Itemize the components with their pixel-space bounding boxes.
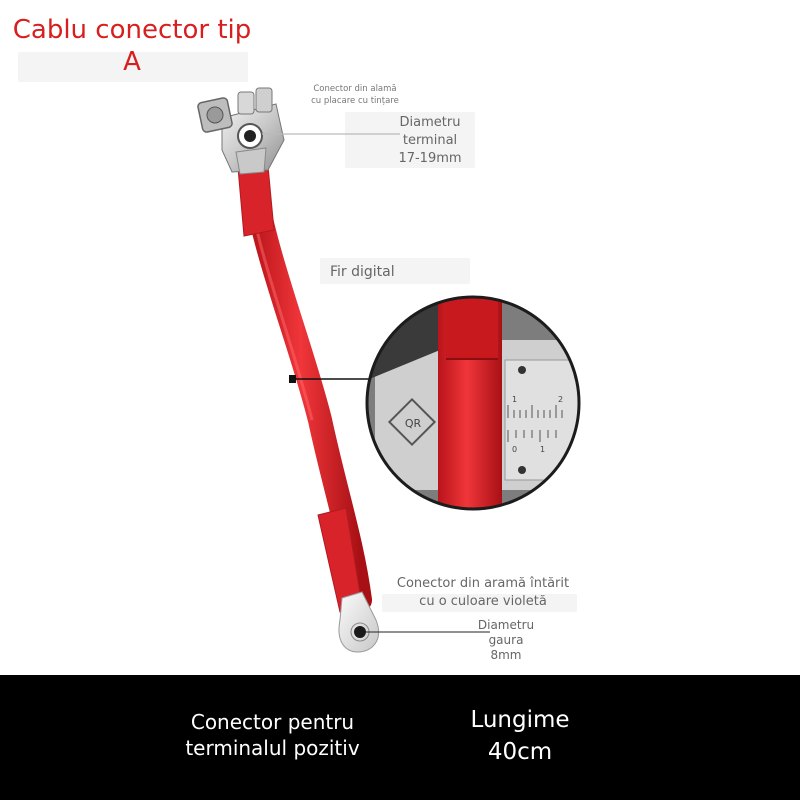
battery-clamp-terminal: [197, 87, 285, 175]
copper-connector-line-1: Conector din aramă întărit: [396, 576, 570, 591]
terminal-diameter-line-3: 17-19mm: [398, 151, 462, 166]
copper-connector-line-2: cu o culoare violetă: [419, 594, 547, 609]
scale-num-1: 1: [512, 395, 517, 404]
terminal-diameter-label: Diametru terminal 17-19mm: [380, 114, 480, 168]
title-highlight: [18, 52, 248, 82]
footer-description: Conector pentru terminalul pozitiv: [150, 709, 395, 761]
hole-diameter-line-1: Diametru: [477, 618, 535, 632]
ring-lug-terminal: [338, 591, 380, 653]
terminal-diameter-line-2: terminal: [402, 133, 458, 148]
hole-diameter-label: Diametru gaura 8mm: [456, 618, 556, 663]
footer-right-line-1: Lungime: [470, 707, 570, 733]
scale-num-2: 2: [558, 395, 563, 404]
page-title: Cablu conector tip A: [0, 14, 264, 78]
magnifier-detail: QR 1 2 0 1: [365, 295, 581, 511]
terminal-diameter-line-1: Diametru: [399, 115, 461, 130]
top-sleeve: [237, 165, 275, 237]
brass-connector-line-1: Conector din alamă: [313, 84, 397, 94]
hole-diameter-line-2: gaura: [488, 633, 524, 647]
wire-label: Fir digital: [330, 264, 395, 280]
title-line-2: A: [123, 47, 141, 77]
footer-left-line-2: terminalul pozitiv: [185, 736, 360, 760]
brass-connector-line-2: cu placare cu tințare: [311, 96, 399, 106]
scale-num-3: 0: [512, 445, 517, 454]
footer-right-line-2: 40cm: [487, 739, 553, 765]
diameter-highlight: [345, 112, 475, 168]
footer-left-line-1: Conector pentru: [190, 710, 355, 734]
qr-logo: [387, 397, 437, 447]
title-line-1: Cablu conector tip: [12, 15, 252, 45]
footer-bar: [0, 675, 800, 800]
magnifier-logo-text: QR: [405, 417, 422, 430]
footer-length: Lungime 40cm: [440, 704, 600, 768]
brass-connector-label: Conector din alamă cu placare cu tințare: [290, 83, 420, 107]
copper-highlight: [382, 594, 577, 612]
wire-highlight: [320, 258, 470, 284]
copper-connector-label: Conector din aramă întărit cu o culoare …: [378, 575, 588, 611]
scale-num-4: 1: [540, 445, 545, 454]
hole-diameter-line-3: 8mm: [490, 648, 522, 662]
